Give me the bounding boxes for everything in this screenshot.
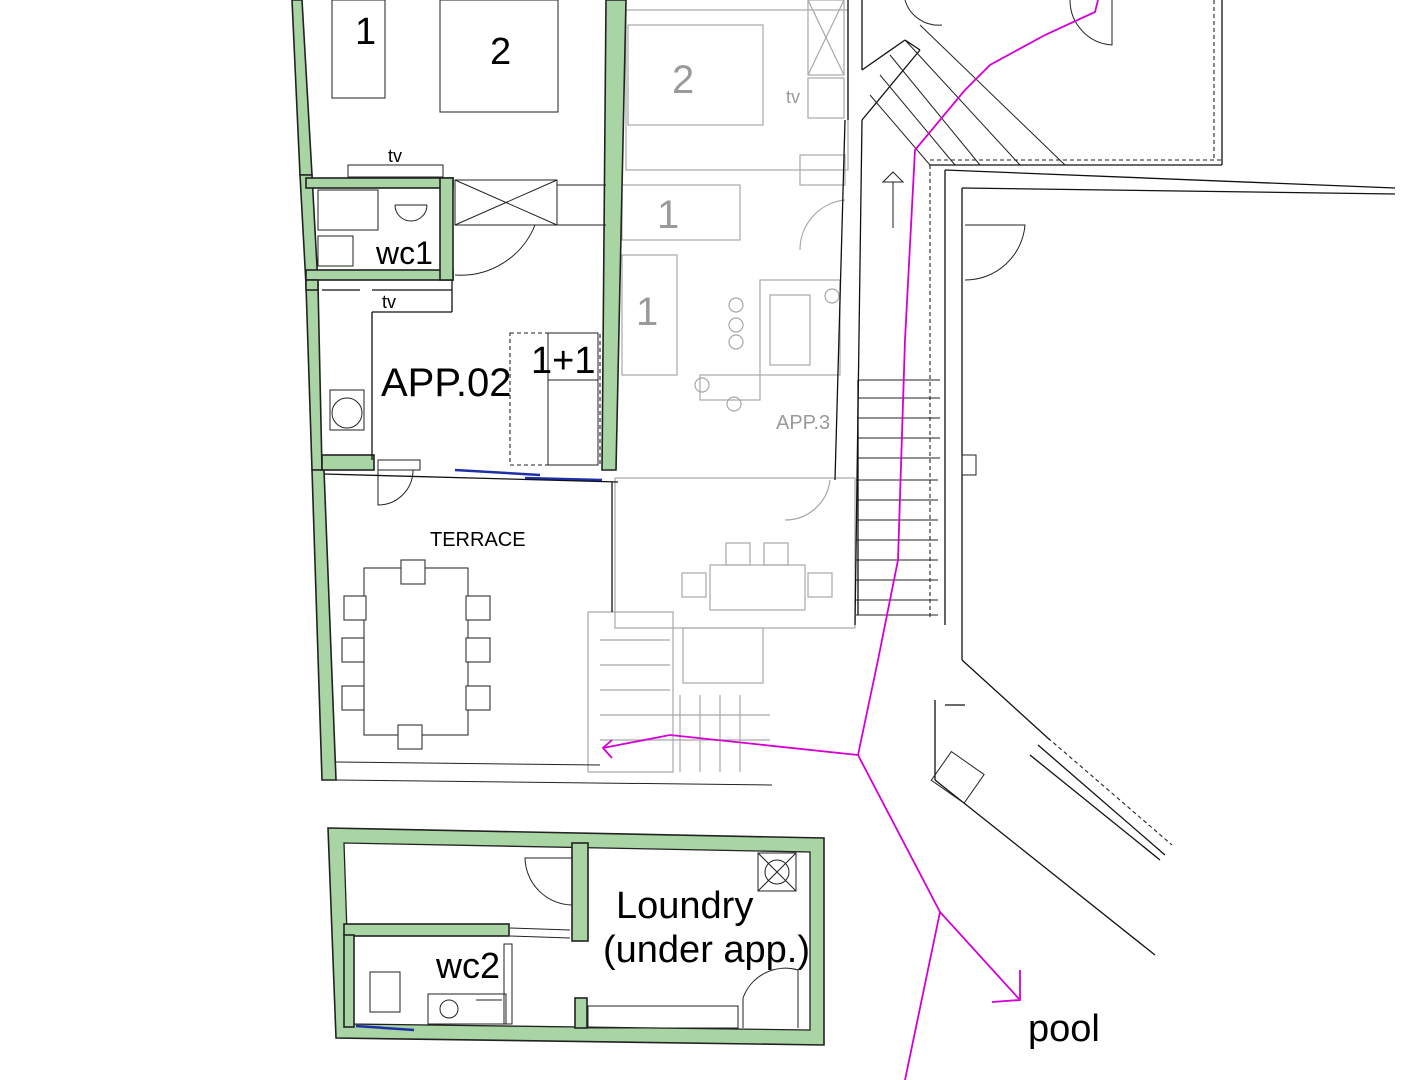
bed-1plus1-label: 1+1 xyxy=(531,340,595,382)
app02-label: APP.02 xyxy=(381,361,512,405)
route-to-pool xyxy=(601,0,1099,1080)
terrace-furniture xyxy=(335,482,773,786)
app3-label: APP.3 xyxy=(776,412,830,434)
tv-top-label: tv xyxy=(388,146,402,166)
laundry-label-line1: Loundry xyxy=(616,885,753,927)
app02-interior xyxy=(322,280,619,506)
wc1-fixtures xyxy=(317,189,536,276)
terrace-label: TERRACE xyxy=(430,529,526,551)
bed-2-top-label: 2 xyxy=(490,31,511,73)
wc1-label: wc1 xyxy=(375,235,433,271)
tv-app02-label: tv xyxy=(382,292,396,312)
laundry-building xyxy=(327,827,825,1046)
app3-bed-2-label: 2 xyxy=(672,58,694,102)
app3-bed-1b-label: 1 xyxy=(636,290,658,334)
tv-app3-label: tv xyxy=(786,87,800,107)
bed-1-top-label: 1 xyxy=(355,11,376,53)
laundry-label-line2: (under app.) xyxy=(603,929,810,971)
pool-label: pool xyxy=(1028,1008,1100,1050)
app3-ghost-layout xyxy=(587,0,856,773)
app02-walls xyxy=(291,0,627,781)
bedroom-furniture xyxy=(331,0,606,226)
app3-bed-1a-label: 1 xyxy=(657,193,679,237)
wc2-label: wc2 xyxy=(435,945,500,986)
stairs-and-corridor xyxy=(834,0,1396,956)
